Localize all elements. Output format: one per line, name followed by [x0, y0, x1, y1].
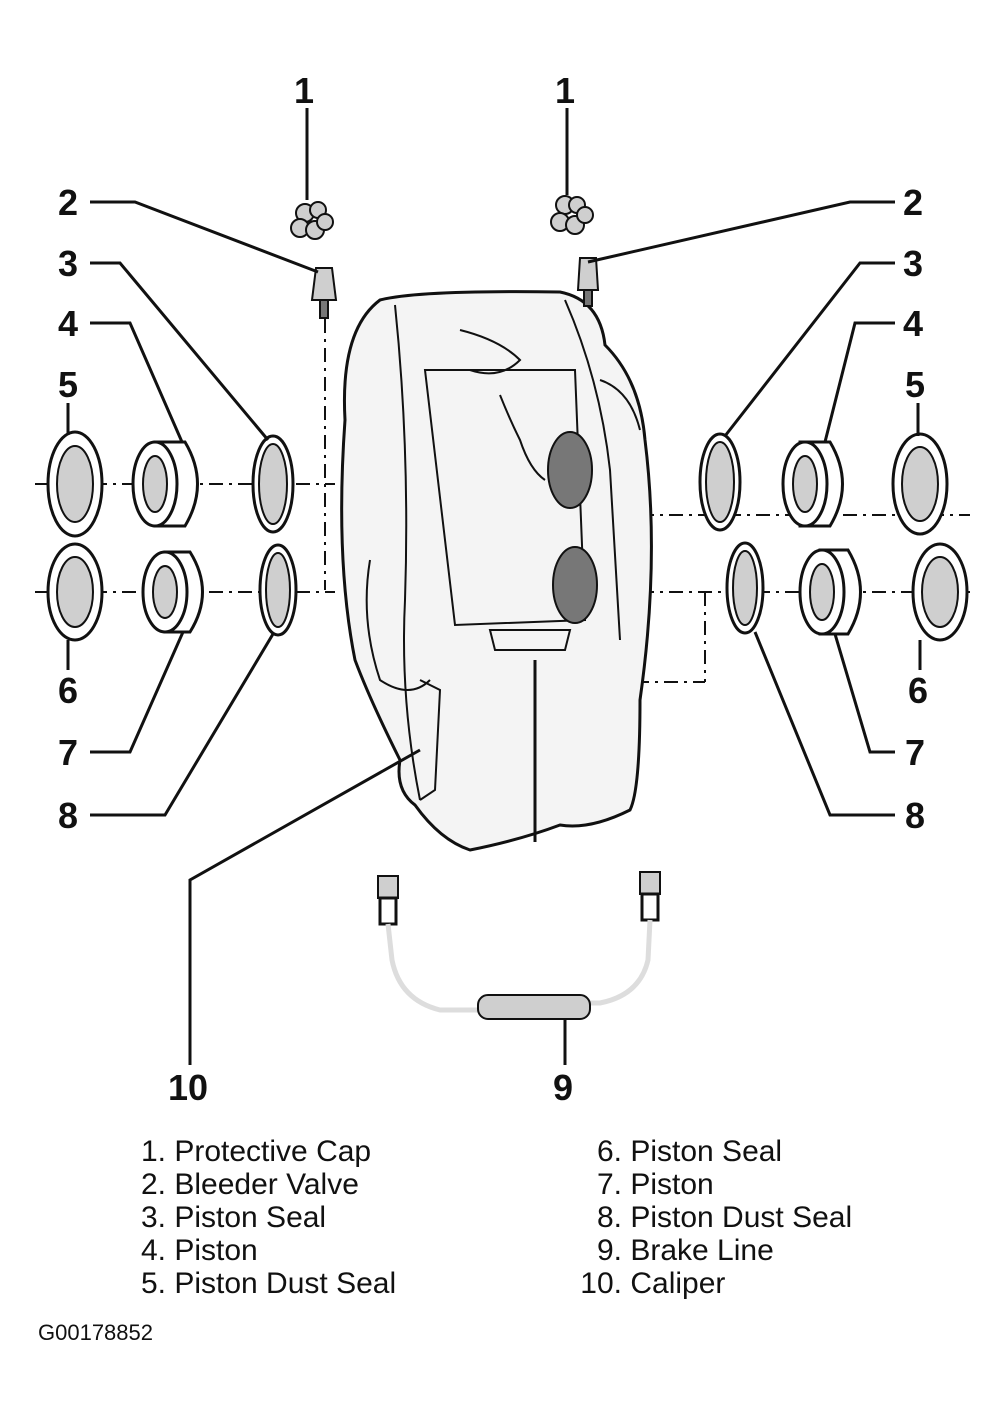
callout-7-left: 7 — [58, 732, 78, 773]
legend-item: 9. Brake Line — [570, 1234, 852, 1267]
callout-3-left: 3 — [58, 243, 78, 284]
left-piston-dust-seal-lower — [46, 542, 104, 642]
right-piston-lower — [798, 548, 862, 636]
left-piston-lower — [141, 550, 204, 634]
left-piston-dust-seal-upper — [46, 430, 104, 538]
legend-item-label: Piston — [174, 1234, 258, 1267]
callout-10: 10 — [168, 1067, 208, 1108]
legend-item-label: Piston Dust Seal — [174, 1267, 397, 1300]
left-piston-seal-upper — [251, 434, 295, 534]
legend-item-number: 6. — [596, 1135, 622, 1168]
legend-item-number: 1. — [140, 1135, 166, 1168]
legend-item-number: 3. — [140, 1201, 166, 1234]
right-protective-cap — [550, 195, 594, 235]
callout-leader-lines — [66, 108, 922, 1065]
legend-item-label: Piston Seal — [630, 1135, 783, 1168]
callout-1-right: 1 — [555, 70, 575, 111]
legend-item-number: 8. — [596, 1201, 622, 1234]
callout-1-left: 1 — [294, 70, 314, 111]
legend-item-label: Piston Seal — [174, 1201, 327, 1234]
legend-column-right: 6. Piston Seal 7. Piston 8. Piston Dust … — [570, 1135, 852, 1300]
callout-5-right: 5 — [905, 364, 925, 405]
legend-column-left: 1. Protective Cap 2. Bleeder Valve 3. Pi… — [132, 1135, 396, 1300]
left-bleeder-valve — [310, 267, 338, 319]
callout-5-left: 5 — [58, 364, 78, 405]
callout-8-right: 8 — [905, 795, 925, 836]
legend-item: 4. Piston — [132, 1234, 396, 1267]
caliper-body — [340, 290, 653, 852]
brake-line — [377, 871, 661, 1020]
legend-item-label: Piston — [630, 1168, 714, 1201]
legend-item: 6. Piston Seal — [570, 1135, 852, 1168]
callout-2-right: 2 — [903, 182, 923, 223]
legend-item: 10. Caliper — [570, 1267, 852, 1300]
legend-item-label: Caliper — [630, 1267, 726, 1300]
right-piston-dust-seal-lower — [911, 542, 969, 642]
legend-item-number: 4. — [140, 1234, 166, 1267]
right-piston-upper — [781, 440, 844, 528]
right-piston-seal-upper — [698, 432, 742, 532]
left-piston-seal-lower — [258, 543, 298, 637]
legend-item-number: 5. — [140, 1267, 166, 1300]
legend-item: 1. Protective Cap — [132, 1135, 396, 1168]
callout-3-right: 3 — [903, 243, 923, 284]
legend-item-number: 7. — [596, 1168, 622, 1201]
legend-item-number: 9. — [596, 1234, 622, 1267]
callout-numbers: 1 1 2 2 3 3 4 4 5 5 6 6 7 7 8 8 10 9 — [58, 70, 928, 1108]
right-piston-dust-seal-upper — [891, 432, 949, 536]
left-piston-upper — [131, 440, 199, 528]
legend-item-label: Bleeder Valve — [174, 1168, 359, 1201]
legend-item: 7. Piston — [570, 1168, 852, 1201]
callout-4-left: 4 — [58, 303, 78, 344]
callout-2-left: 2 — [58, 182, 78, 223]
callout-4-right: 4 — [903, 303, 923, 344]
legend-item-number: 10. — [580, 1267, 622, 1300]
legend-item-label: Piston Dust Seal — [630, 1201, 853, 1234]
legend-item: 8. Piston Dust Seal — [570, 1201, 852, 1234]
brake-caliper-exploded-diagram: 1 1 2 2 3 3 4 4 5 5 6 6 7 7 8 8 10 9 — [35, 70, 970, 1108]
legend-item: 5. Piston Dust Seal — [132, 1267, 396, 1300]
callout-7-right: 7 — [905, 732, 925, 773]
left-protective-cap — [290, 201, 334, 240]
figure-id: G00178852 — [38, 1320, 153, 1345]
right-piston-seal-lower — [725, 541, 765, 635]
legend-item: 2. Bleeder Valve — [132, 1168, 396, 1201]
legend-item-label: Brake Line — [630, 1234, 774, 1267]
callout-6-right: 6 — [908, 670, 928, 711]
callout-8-left: 8 — [58, 795, 78, 836]
legend-item: 3. Piston Seal — [132, 1201, 396, 1234]
legend-item-label: Protective Cap — [174, 1135, 372, 1168]
callout-6-left: 6 — [58, 670, 78, 711]
right-bleeder-valve — [576, 257, 600, 307]
legend-item-number: 2. — [140, 1168, 166, 1201]
callout-9: 9 — [553, 1067, 573, 1108]
parts-legend: 1. Protective Cap 2. Bleeder Valve 3. Pi… — [0, 1135, 1003, 1315]
